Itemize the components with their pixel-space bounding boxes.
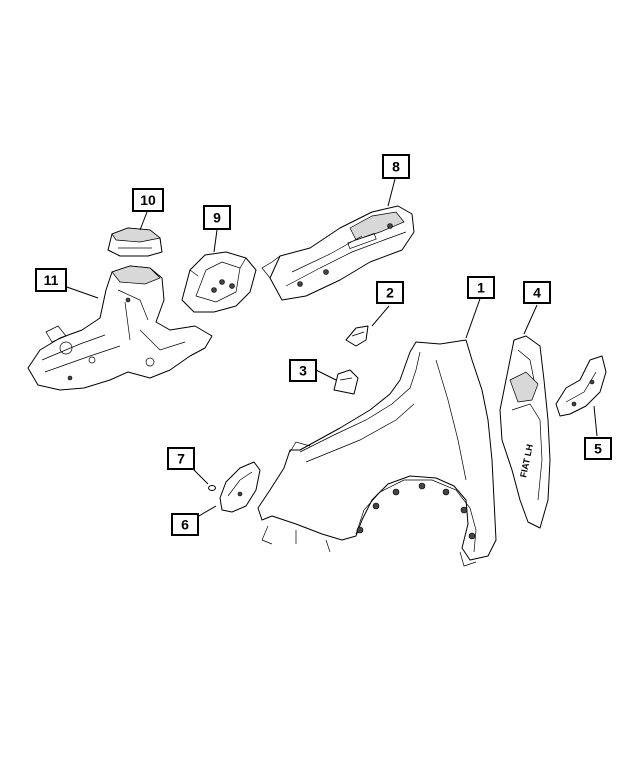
callout-11[interactable]: 11: [35, 268, 67, 292]
callout-5-label: 5: [594, 441, 602, 457]
part-9-bracket[interactable]: [181, 251, 257, 313]
part-10-shock-tower-cap[interactable]: [107, 227, 163, 257]
callout-2[interactable]: 2: [376, 281, 404, 304]
part-7-fastener[interactable]: [208, 485, 216, 491]
callout-5[interactable]: 5: [584, 437, 612, 460]
callout-6[interactable]: 6: [171, 513, 199, 536]
callout-2-label: 2: [386, 285, 394, 301]
callout-3[interactable]: 3: [289, 359, 317, 382]
callout-10-label: 10: [140, 192, 156, 208]
part-6-bracket[interactable]: [219, 461, 261, 513]
callout-7[interactable]: 7: [167, 447, 195, 470]
callout-9-label: 9: [213, 210, 221, 226]
callout-1[interactable]: 1: [467, 276, 495, 299]
callout-6-label: 6: [181, 517, 189, 533]
callout-4-label: 4: [533, 285, 541, 301]
leader-5: [593, 405, 598, 437]
callout-11-label: 11: [44, 272, 59, 288]
leader-11: [63, 285, 99, 299]
callout-8[interactable]: 8: [382, 154, 410, 179]
leader-3: [315, 369, 337, 381]
leader-1: [465, 295, 482, 339]
part-2-small-bracket[interactable]: [345, 325, 369, 347]
callout-1-label: 1: [477, 280, 485, 296]
callout-3-label: 3: [299, 363, 307, 379]
leader-9: [213, 229, 218, 253]
part-1-front-fender[interactable]: [257, 339, 497, 567]
leader-7: [191, 467, 209, 485]
callout-7-label: 7: [177, 451, 185, 467]
callout-4[interactable]: 4: [523, 281, 551, 304]
part-4-wheelhouse-liner[interactable]: FIAT LH: [499, 335, 551, 529]
part-8-reinforcement[interactable]: [261, 205, 415, 301]
leader-10: [139, 211, 148, 231]
leader-2: [371, 305, 390, 327]
callout-10[interactable]: 10: [132, 188, 164, 212]
callout-8-label: 8: [392, 159, 400, 175]
leader-4: [523, 304, 538, 335]
part-11-front-rail[interactable]: [27, 265, 213, 391]
leader-8: [387, 178, 396, 207]
callout-9[interactable]: 9: [203, 205, 231, 230]
part-5-bracket[interactable]: [555, 355, 607, 417]
part-3-small-bracket[interactable]: [333, 369, 359, 395]
